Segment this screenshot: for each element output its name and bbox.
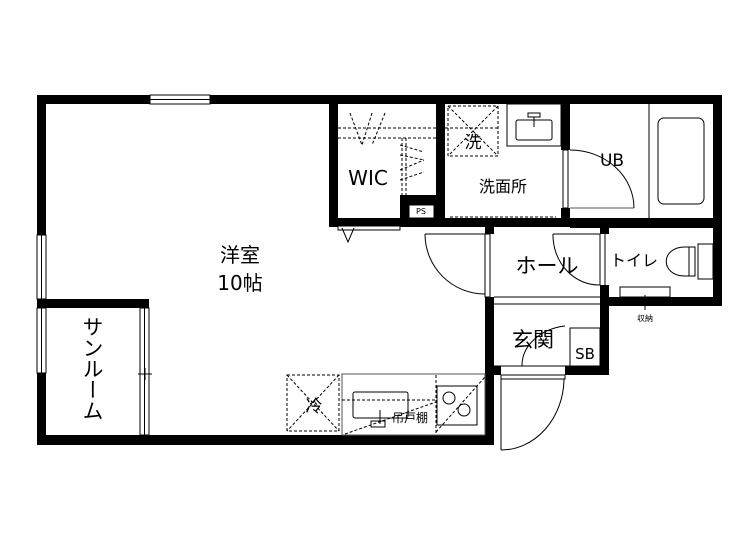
unit-bath-details	[648, 104, 705, 218]
label-unit-bath: UB	[600, 151, 624, 171]
label-entrance: 玄関	[512, 328, 554, 352]
label-sunroom: サンルーム	[80, 316, 104, 421]
label-washroom: 洗面所	[479, 177, 527, 196]
label-hanging-shelf: 吊戸棚	[392, 410, 428, 425]
label-western-room: 洋室	[220, 243, 260, 267]
label-fridge: 冷	[306, 397, 323, 417]
windows	[36, 94, 211, 436]
entrance-details	[494, 325, 601, 451]
label-ps: PS	[416, 207, 426, 216]
hall-details	[424, 233, 606, 305]
kitchen-details	[286, 373, 486, 436]
label-wic: WIC	[348, 166, 388, 190]
label-washer: 洗	[465, 133, 482, 153]
label-storage: 収納	[637, 313, 653, 323]
label-toilet: トイレ	[610, 251, 658, 270]
label-shoe-box: SB	[575, 345, 595, 363]
washroom-details	[445, 103, 635, 218]
label-western-room-size: 10帖	[217, 271, 262, 295]
label-hall: ホール	[516, 254, 579, 278]
wic-details	[337, 112, 436, 244]
toilet-details	[619, 243, 714, 310]
